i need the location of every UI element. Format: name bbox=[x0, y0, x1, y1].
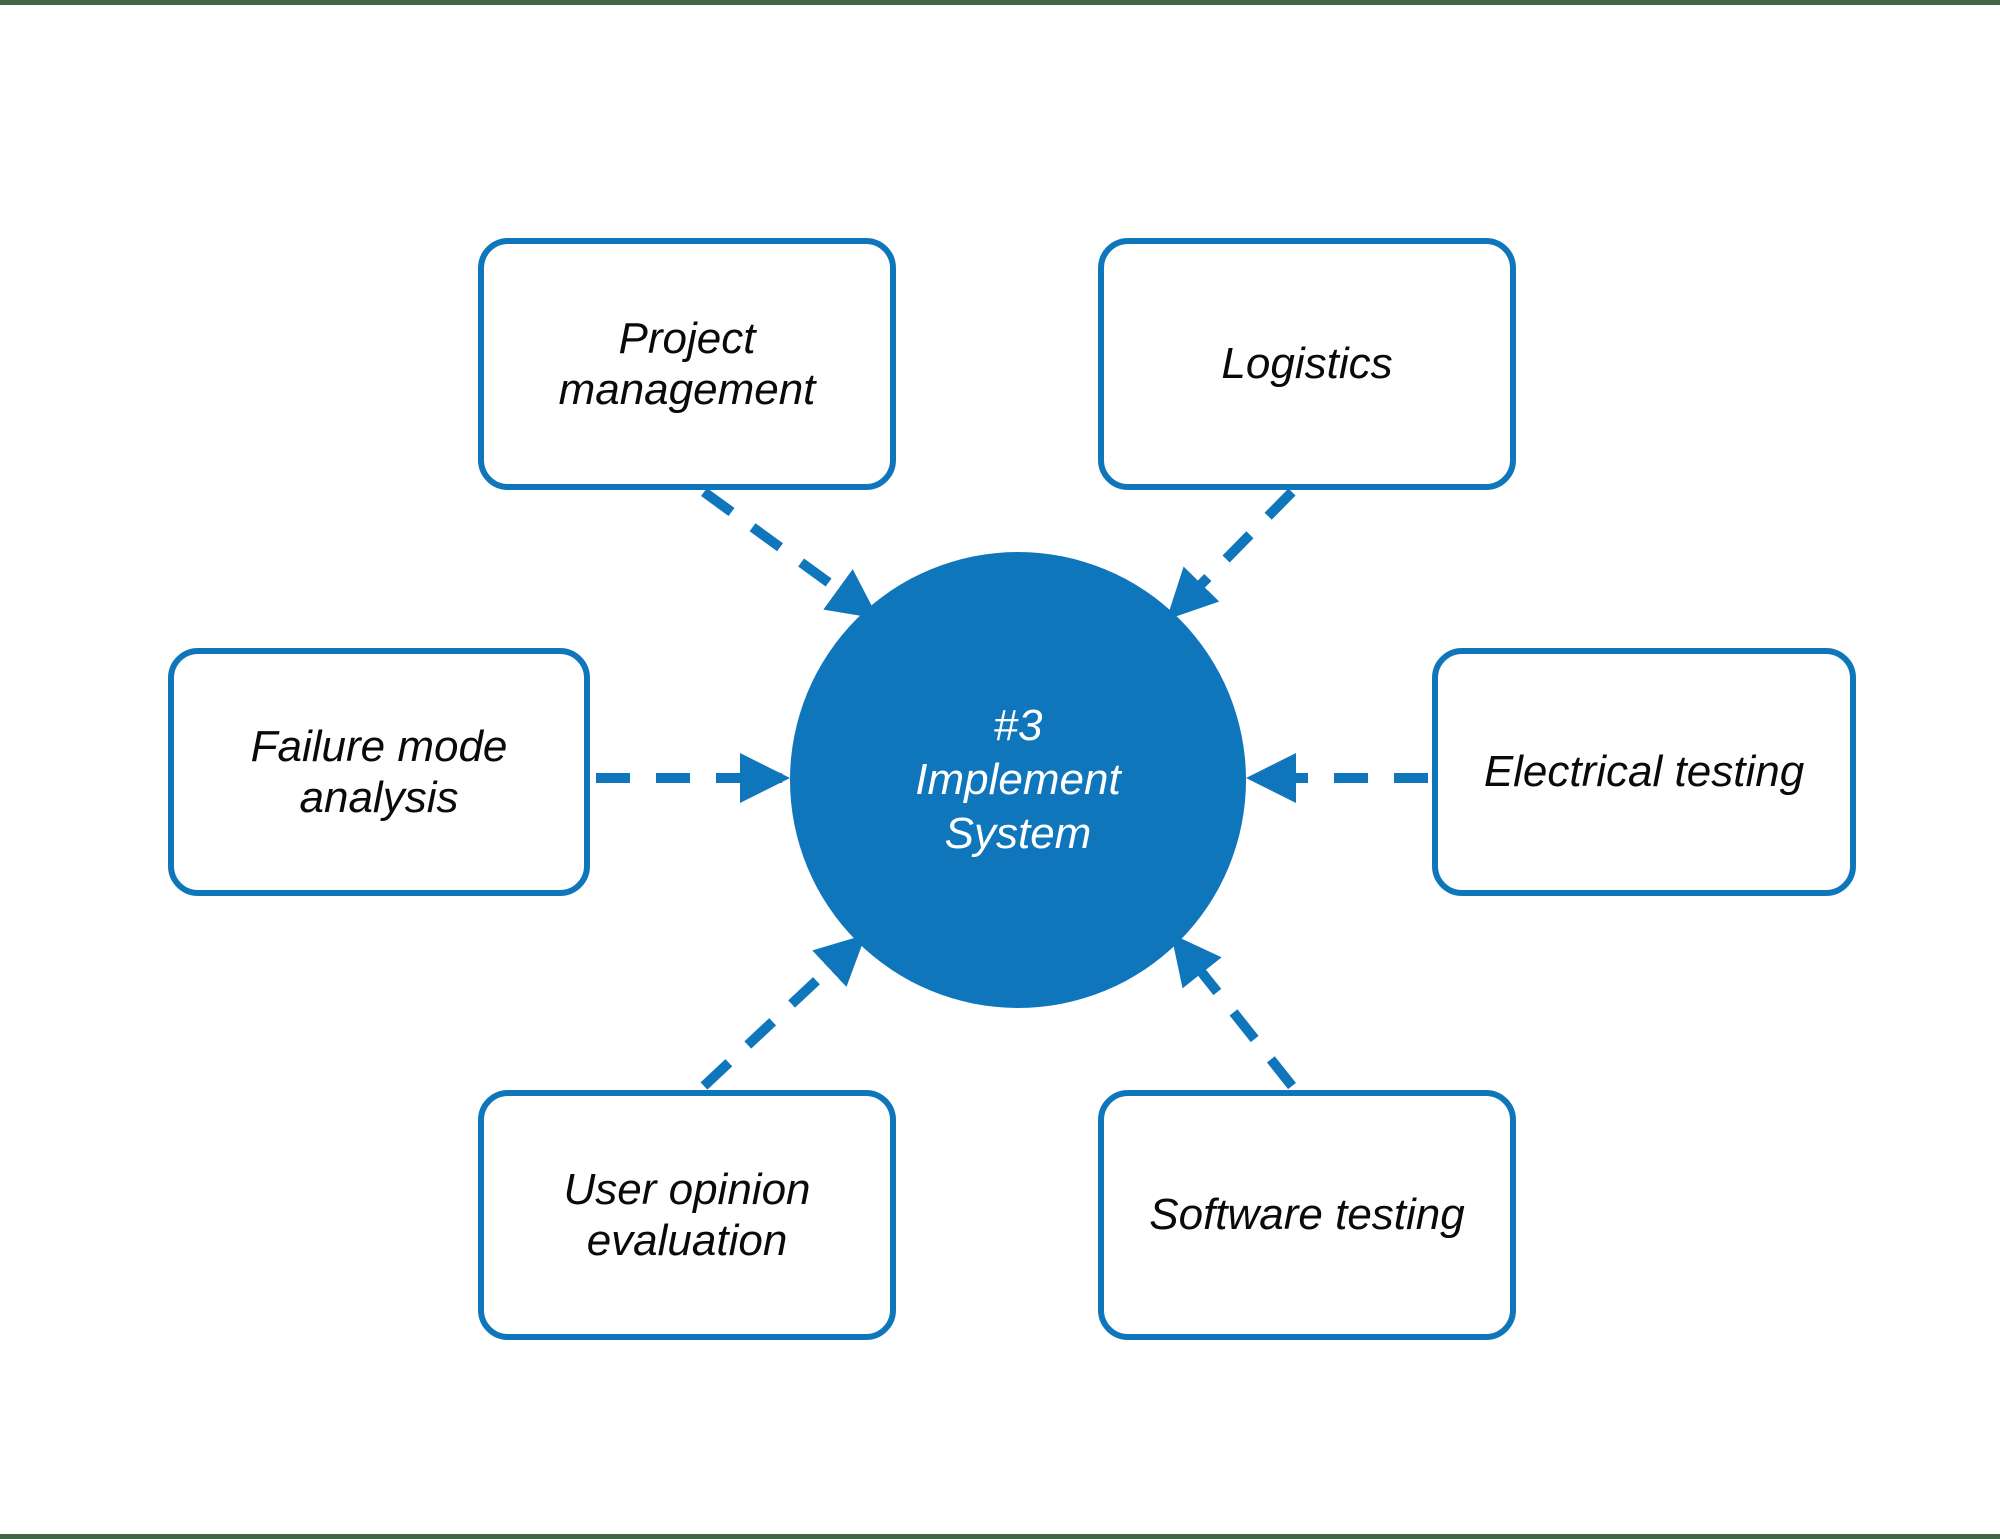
connector-project-management bbox=[701, 487, 879, 619]
node-project-management-label: Project management bbox=[558, 313, 816, 414]
top-edge-rule bbox=[0, 0, 2000, 5]
hub-implement-system[interactable]: #3 Implement System bbox=[790, 552, 1246, 1008]
node-failure-mode-analysis-label: Failure mode analysis bbox=[250, 721, 508, 822]
node-electrical-testing[interactable]: Electrical testing bbox=[1432, 648, 1856, 896]
hub-implement-system-label: #3 Implement System bbox=[915, 701, 1121, 858]
node-project-management[interactable]: Project management bbox=[478, 238, 896, 490]
node-logistics-label: Logistics bbox=[1221, 339, 1393, 389]
connector-logistics bbox=[1166, 488, 1296, 620]
node-software-testing[interactable]: Software testing bbox=[1098, 1090, 1516, 1340]
bottom-edge-rule bbox=[0, 1534, 2000, 1539]
node-failure-mode-analysis[interactable]: Failure mode analysis bbox=[168, 648, 590, 896]
connector-user-opinion-evaluation bbox=[700, 934, 866, 1090]
node-electrical-testing-label: Electrical testing bbox=[1483, 747, 1805, 797]
node-software-testing-label: Software testing bbox=[1149, 1190, 1465, 1240]
node-logistics[interactable]: Logistics bbox=[1098, 238, 1516, 490]
node-user-opinion-evaluation-label: User opinion evaluation bbox=[563, 1164, 811, 1265]
node-user-opinion-evaluation[interactable]: User opinion evaluation bbox=[478, 1090, 896, 1340]
connector-software-testing bbox=[1171, 933, 1296, 1090]
